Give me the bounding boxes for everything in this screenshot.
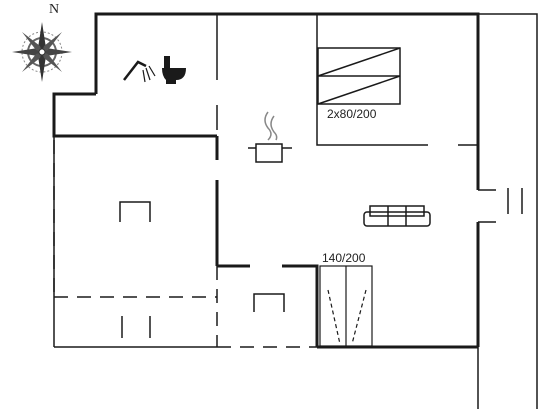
bed-label: 140/200 — [322, 251, 366, 265]
double-bed-icon — [319, 265, 373, 347]
dashed-boundaries — [53, 140, 317, 348]
inner-walls — [53, 13, 538, 409]
sofa-icon — [363, 205, 431, 227]
bed-label: 2x80/200 — [327, 107, 377, 121]
table-icon — [253, 293, 285, 312]
walls — [52, 12, 480, 349]
compass-north-label: N — [49, 2, 60, 17]
cooking-pot-icon — [248, 111, 292, 163]
compass-rose-icon — [12, 22, 72, 82]
shower-icon — [123, 60, 156, 83]
table-icon — [119, 201, 151, 222]
furniture-marks — [121, 188, 523, 338]
toilet-icon — [162, 56, 186, 84]
bunk-beds-icon — [317, 47, 401, 105]
